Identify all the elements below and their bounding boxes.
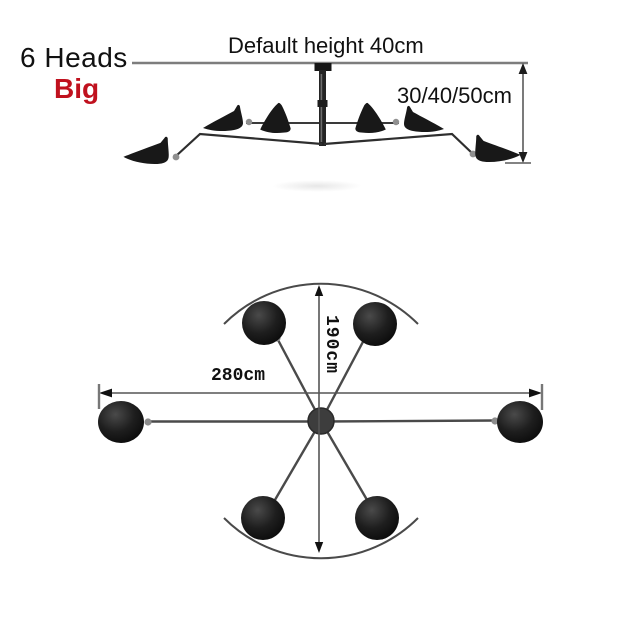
central-hub bbox=[307, 407, 335, 435]
bottom-arc bbox=[223, 517, 419, 560]
joint-ball bbox=[469, 150, 477, 158]
radial-arms bbox=[147, 337, 497, 506]
lamp-shade-inner-left-2 bbox=[260, 102, 291, 133]
drop-options-label: 30/40/50cm bbox=[397, 83, 512, 108]
width-dimension bbox=[97, 384, 544, 410]
joint-ball bbox=[392, 118, 400, 126]
head-lower-right bbox=[355, 496, 399, 540]
lamp-rod-highlight bbox=[320, 74, 323, 142]
head-lower-left bbox=[241, 496, 285, 540]
lamp-rod bbox=[319, 70, 326, 146]
head-right bbox=[497, 401, 543, 443]
joint-ball bbox=[172, 153, 180, 161]
variant-heads-label: 6 Heads bbox=[20, 42, 128, 73]
left-outer-arm bbox=[175, 132, 323, 157]
rod-connector bbox=[317, 100, 328, 107]
head-upper-right bbox=[353, 302, 397, 346]
drop-height-dimension bbox=[505, 63, 531, 164]
side-view-diagram bbox=[122, 61, 531, 167]
height-dimension-label: 190cm bbox=[321, 315, 341, 375]
width-dimension-label: 280cm bbox=[211, 366, 266, 386]
height-dimension bbox=[314, 285, 324, 553]
right-outer-arm bbox=[323, 132, 474, 155]
lamp-shade-inner-right-1 bbox=[355, 102, 386, 133]
lamp-shade-inner-right-2 bbox=[404, 105, 444, 133]
head-left bbox=[98, 401, 144, 443]
lamp-shade-inner-left-1 bbox=[203, 104, 243, 132]
ceiling-canopy bbox=[314, 63, 332, 71]
lamp-heads-top bbox=[98, 301, 543, 540]
top-arc bbox=[223, 282, 419, 325]
head-upper-left bbox=[242, 301, 286, 345]
lamp-shade-outer-left bbox=[122, 131, 172, 167]
variant-size-label: Big bbox=[54, 73, 100, 104]
default-height-label: Default height 40cm bbox=[228, 33, 424, 58]
top-view-diagram bbox=[97, 282, 544, 560]
lamp-shade-outer-right bbox=[472, 129, 522, 165]
joint-ball bbox=[245, 118, 253, 126]
watermark-smudge bbox=[272, 180, 362, 192]
